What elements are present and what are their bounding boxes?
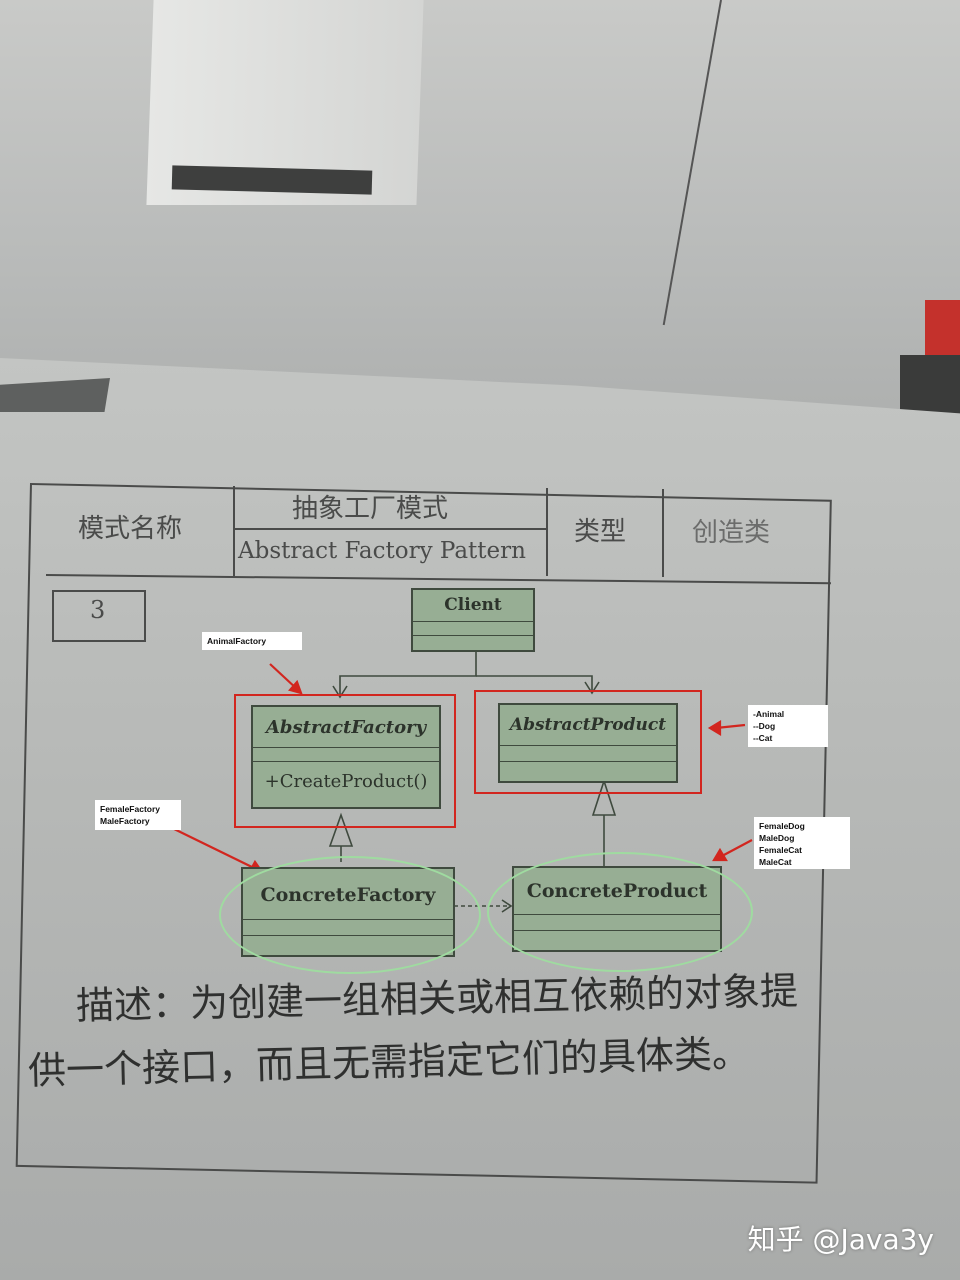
abstract-product-separator-2 [500, 761, 676, 762]
annotation-animal-factory: AnimalFactory [202, 632, 302, 650]
annotation-products-line-3: FemaleCat [759, 845, 802, 855]
annotation-products-line-4: MaleCat [759, 857, 792, 867]
watermark: 知乎 @Java3y [747, 1223, 934, 1256]
arrowhead-animal-factory [288, 679, 303, 695]
abstract-factory-highlight [234, 694, 456, 828]
annotation-factories-line-2: MaleFactory [100, 816, 150, 826]
annotation-factories: FemaleFactory MaleFactory [95, 800, 181, 830]
abstract-factory-separator-2 [253, 761, 439, 762]
client-arrowhead-factory [332, 685, 348, 699]
client-class-name: Client [444, 595, 502, 615]
client-link [339, 650, 477, 696]
table-col-divider-3 [662, 489, 664, 577]
annotation-animal-line-2: --Dog [753, 721, 776, 731]
product-inheritance-triangle [591, 778, 617, 816]
number-box [52, 590, 146, 642]
abstract-factory-class: AbstractFactory +CreateProduct() [251, 705, 441, 809]
type-label: 类型 [574, 517, 627, 547]
pattern-name-chinese: 抽象工厂模式 [292, 494, 449, 524]
client-class-separator-1 [413, 621, 533, 622]
abstract-product-separator-1 [500, 745, 676, 746]
annotation-animal-factory-text: AnimalFactory [207, 636, 267, 646]
annotation-animal-line-1: -Animal [753, 709, 785, 719]
client-arrowhead-product [584, 681, 600, 695]
arrowhead-product [712, 847, 728, 862]
table-name-divider [235, 528, 547, 530]
arrowhead-animal [707, 720, 722, 736]
concrete-product-highlight [487, 852, 753, 972]
background-red-object [925, 300, 960, 360]
abstract-product-highlight [474, 690, 702, 794]
abstract-product-class: AbstractProduct [498, 703, 678, 783]
annotation-factories-line-1: FemaleFactory [100, 804, 160, 814]
table-col-divider-1 [233, 486, 235, 576]
annotation-animal-line-3: --Cat [753, 733, 773, 743]
abstract-product-name: AbstractProduct [509, 715, 667, 735]
table-col-divider-2 [546, 488, 548, 576]
abstract-factory-separator-1 [253, 747, 439, 748]
concrete-factory-highlight [219, 856, 481, 974]
abstract-factory-method: +CreateProduct() [264, 771, 428, 792]
arrow-product [721, 839, 753, 857]
type-value: 创造类 [692, 518, 771, 548]
arrow-factory [167, 825, 259, 871]
pattern-name-label: 模式名称 [78, 514, 183, 544]
abstract-factory-name: AbstractFactory [265, 717, 427, 738]
annotation-products: FemaleDog MaleDog FemaleCat MaleCat [754, 817, 850, 869]
client-product-link [476, 675, 593, 692]
annotation-products-line-2: MaleDog [759, 833, 795, 843]
pattern-name-english: Abstract Factory Pattern [238, 538, 526, 564]
annotation-products-line-1: FemaleDog [759, 821, 805, 831]
pattern-number: 3 [90, 596, 106, 624]
annotation-animal: -Animal --Dog --Cat [748, 705, 828, 747]
client-class: Client [411, 588, 535, 652]
factory-inheritance-triangle [328, 812, 354, 847]
client-class-separator-2 [413, 635, 533, 636]
